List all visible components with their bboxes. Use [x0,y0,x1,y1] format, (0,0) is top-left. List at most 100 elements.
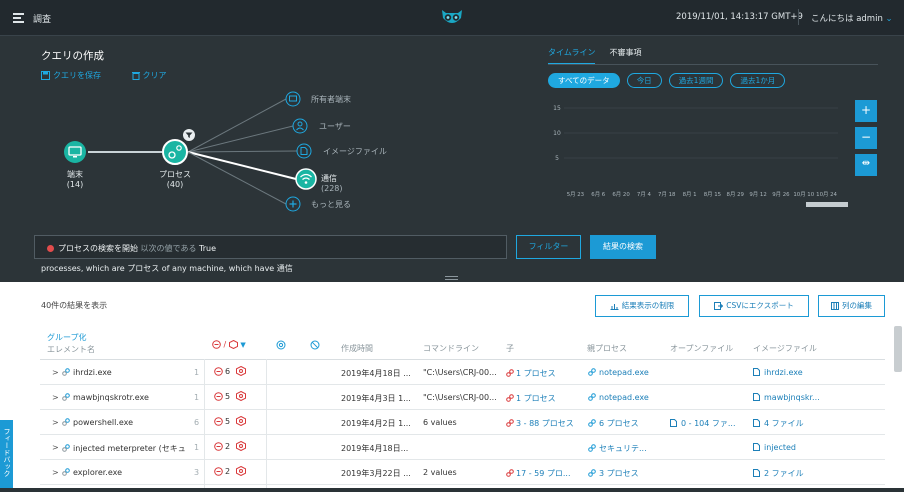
malop-count-cell[interactable]: 2 [214,466,246,476]
machine-label: 端末 [67,170,83,179]
limit-results-button[interactable]: 結果表示の制限 [595,295,689,317]
process-name-cell[interactable]: ihrdzi.exe [62,368,112,377]
creation-time: 2019年4月18日... [341,444,409,453]
chevron-right-icon[interactable]: > [52,393,59,402]
connection-node-icon[interactable] [295,168,317,190]
children-link[interactable]: 3 - 88 プロセス [506,418,584,429]
column-target[interactable] [276,340,286,352]
range-today[interactable]: 今日 [626,73,662,88]
range-past-month[interactable]: 過去1か月 [730,73,786,88]
user-label[interactable]: ユーザー [319,122,351,131]
open-files-link[interactable]: 0 - 104 ファ... [670,418,746,429]
children-link[interactable]: 1 プロセス [506,368,584,379]
more-icon[interactable] [285,196,301,212]
image-file-link[interactable]: 4 ファイル [753,418,833,429]
feedback-tab[interactable]: フィードバック [0,420,13,492]
x-tick-label: 10月 24 [816,191,837,198]
resize-handle[interactable] [445,276,458,280]
timeline-scroll-handle[interactable] [806,202,848,207]
malop-count-cell[interactable]: 5 [214,391,246,401]
chevron-right-icon[interactable]: > [52,368,59,377]
group-by-link[interactable]: グループ化 [47,333,87,342]
save-query-button[interactable]: クエリを保存 [41,70,115,81]
process-name-cell[interactable]: injected meterpreter (セキュ [62,443,186,454]
parent-link[interactable]: 6 プロセス [588,418,666,429]
process-name-cell[interactable]: mawbjnqskrotr.exe [62,393,149,402]
y-tick-label: 10 [553,130,561,137]
column-creation-time[interactable]: 作成時間 [341,344,373,353]
run-query-button[interactable]: 結果の検索 [590,235,656,259]
image-file-icon[interactable] [296,143,312,159]
column-image-file[interactable]: イメージファイル [753,344,817,353]
more-label[interactable]: もっと見る [311,200,351,209]
children-link[interactable]: 1 プロセス [506,393,584,404]
chevron-right-icon[interactable]: > [52,468,59,477]
alert-dot-icon [47,245,54,252]
image-file-link[interactable]: injected [753,443,833,452]
edit-columns-button[interactable]: 列の編集 [818,295,885,317]
children-link[interactable]: 17 - 59 プロ... [506,468,584,479]
column-blocked[interactable] [310,340,320,352]
malop-icon [214,442,223,451]
chevron-right-icon[interactable]: > [52,443,59,452]
filter-icon[interactable] [183,129,195,141]
suspicion-icon [235,466,246,476]
fit-button[interactable]: ⇹ [855,154,877,176]
malop-count-cell[interactable]: 5 [214,416,246,426]
column-children[interactable]: 子 [506,344,514,353]
menu-icon[interactable] [13,13,24,23]
owner-machine-label[interactable]: 所有者端末 [311,95,351,104]
divider [548,64,878,65]
chevron-down-icon: ⌄ [885,14,893,24]
query-string[interactable]: プロセスの検索を開始 以次の値である True [34,235,507,259]
process-name-cell[interactable]: powershell.exe [62,418,133,427]
zoom-out-button[interactable]: − [855,127,877,149]
column-command-line[interactable]: コマンドライン [423,344,479,353]
user-menu[interactable]: こんにちは admin ⌄ [811,12,893,24]
process-node[interactable] [162,139,188,165]
page-title: 調査 [33,15,52,25]
clear-button[interactable]: クリア [131,70,181,81]
save-icon [41,71,50,80]
malop-count-cell[interactable]: 2 [214,441,246,451]
column-element-name[interactable]: エレメント名 [47,345,95,354]
export-csv-button[interactable]: CSVにエクスポート [699,295,809,317]
column-parent-process[interactable]: 親プロセス [587,344,627,353]
file-icon [670,419,677,427]
image-file-value: 2 ファイル [764,469,804,478]
scrollbar[interactable] [894,326,902,372]
image-file-label[interactable]: イメージファイル [323,147,387,156]
connection-label[interactable]: 通信 (228) [321,173,343,193]
machine-node[interactable] [64,141,86,163]
range-all-data[interactable]: すべてのデータ [548,73,620,88]
owner-machine-icon[interactable] [285,91,301,107]
process-link-icon [588,368,596,376]
parent-link[interactable]: 3 プロセス [588,468,666,479]
tab-timeline[interactable]: タイムライン [548,47,596,65]
user-icon[interactable] [292,118,308,134]
filter-button[interactable]: フィルター [516,235,581,259]
bottom-bar [0,488,904,492]
zoom-in-button[interactable]: + [855,100,877,122]
column-alerts[interactable]: / ▼ [212,339,246,350]
column-open-files[interactable]: オープンファイル [670,344,734,353]
image-file-link[interactable]: mawbjnqskr... [753,393,833,402]
parent-link[interactable]: notepad.exe [588,368,666,377]
malop-count-cell[interactable]: 6 [214,366,246,376]
chevron-right-icon[interactable]: > [52,418,59,427]
command-line: 6 values [423,418,457,427]
parent-link[interactable]: セキュリテ... [588,443,666,454]
image-file-link[interactable]: 2 ファイル [753,468,833,479]
process-name-cell[interactable]: explorer.exe [62,468,122,477]
range-past-week[interactable]: 過去1週間 [668,73,724,88]
parent-link[interactable]: notepad.exe [588,393,666,402]
instance-count: 1 [194,393,200,402]
tab-suspicions[interactable]: 不審事項 [609,48,642,57]
image-file-value: ihrdzi.exe [764,368,803,377]
image-file-link[interactable]: ihrdzi.exe [753,368,833,377]
